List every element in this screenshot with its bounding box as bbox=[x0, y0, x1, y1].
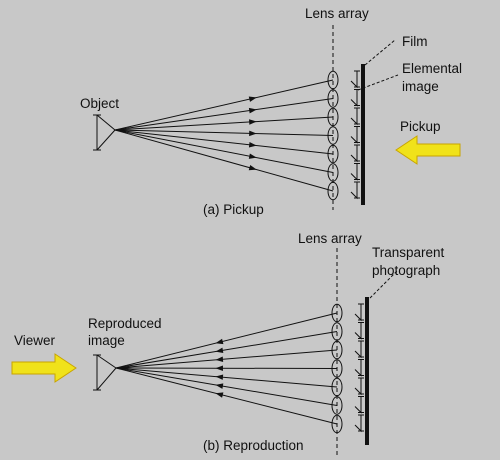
ray-arrowhead bbox=[249, 119, 257, 125]
ray bbox=[114, 98, 334, 131]
ray bbox=[114, 116, 334, 131]
ray bbox=[115, 312, 338, 369]
pickup-elemental-images bbox=[350, 70, 360, 200]
ray-arrowhead bbox=[249, 130, 257, 137]
elemental-label-2: image bbox=[402, 79, 439, 94]
elemental-label-1: Elemental bbox=[402, 61, 462, 76]
reproduction-panel: Lens array Transparent photograph Viewer… bbox=[11, 231, 445, 455]
pickup-ray-group bbox=[114, 79, 334, 192]
ray-arrowhead bbox=[248, 153, 257, 159]
ray-arrowhead bbox=[215, 347, 224, 354]
lens bbox=[327, 144, 339, 164]
pickup-lens-group bbox=[327, 70, 339, 201]
ray-arrowhead bbox=[215, 392, 224, 398]
transparent-leader bbox=[369, 269, 399, 299]
ray-arrowhead bbox=[248, 107, 257, 114]
reproduced-image-icon bbox=[93, 354, 117, 391]
ray bbox=[114, 129, 334, 136]
repro-elemental-images bbox=[354, 303, 364, 433]
elemental-image-icon bbox=[354, 396, 364, 414]
repro-lens-array-label: Lens array bbox=[298, 231, 362, 246]
elemental-image-icon bbox=[350, 144, 360, 163]
repro-ray-group bbox=[115, 312, 338, 425]
ray bbox=[114, 129, 334, 173]
right-arrow-icon bbox=[11, 353, 77, 383]
elemental-image-icon bbox=[354, 322, 364, 340]
lens bbox=[331, 396, 343, 415]
viewer-label: Viewer bbox=[14, 333, 56, 348]
ray-arrowhead bbox=[215, 383, 224, 389]
elemental-image-icon bbox=[350, 89, 360, 107]
ray bbox=[114, 79, 334, 131]
pickup-lens-array-label: Lens array bbox=[305, 6, 369, 21]
elemental-image-icon bbox=[350, 181, 360, 200]
ray bbox=[115, 367, 338, 369]
pickup-object-icon bbox=[93, 114, 116, 151]
elemental-image-icon bbox=[354, 359, 364, 377]
ray-arrowhead bbox=[248, 142, 257, 148]
transparent-label-2: photograph bbox=[372, 263, 440, 278]
ray bbox=[115, 367, 338, 388]
lens bbox=[331, 322, 343, 341]
lens bbox=[331, 303, 343, 323]
pickup-panel: Lens array Film Elemental image Object P… bbox=[80, 6, 462, 217]
lens bbox=[327, 70, 339, 90]
lens bbox=[327, 181, 339, 201]
reproduced-label-1: Reproduced bbox=[88, 316, 162, 331]
ray bbox=[115, 367, 338, 406]
film-leader bbox=[364, 39, 396, 66]
elemental-image-icon bbox=[350, 107, 360, 126]
ray-arrowhead bbox=[215, 365, 223, 371]
reproduced-label-2: image bbox=[88, 333, 125, 348]
lens bbox=[327, 163, 339, 182]
elemental-image-icon bbox=[354, 340, 364, 359]
ray bbox=[114, 129, 334, 192]
pickup-caption: (a) Pickup bbox=[203, 202, 264, 217]
transparent-label-1: Transparent bbox=[372, 245, 445, 260]
ray-arrowhead bbox=[248, 164, 257, 171]
ray bbox=[114, 129, 334, 155]
ray bbox=[115, 367, 338, 425]
object-label: Object bbox=[80, 96, 119, 111]
reproduction-caption: (b) Reproduction bbox=[203, 438, 304, 453]
elemental-image-icon bbox=[350, 70, 360, 89]
elemental-leader bbox=[357, 74, 399, 91]
elemental-image-icon bbox=[350, 126, 360, 144]
ray bbox=[115, 331, 338, 369]
ray-arrowhead bbox=[248, 96, 257, 102]
film-label: Film bbox=[402, 34, 428, 49]
pickup-direction-label: Pickup bbox=[400, 119, 441, 134]
ray-arrowhead bbox=[215, 374, 224, 380]
ray-arrowhead bbox=[215, 356, 224, 363]
elemental-image-icon bbox=[350, 163, 360, 181]
elemental-image-icon bbox=[354, 414, 364, 433]
lens bbox=[331, 414, 343, 434]
left-arrow-icon bbox=[395, 135, 461, 165]
lens bbox=[327, 89, 339, 108]
ray-arrowhead bbox=[215, 338, 224, 345]
elemental-image-icon bbox=[354, 303, 364, 322]
ray bbox=[115, 349, 338, 369]
elemental-image-icon bbox=[354, 377, 364, 396]
